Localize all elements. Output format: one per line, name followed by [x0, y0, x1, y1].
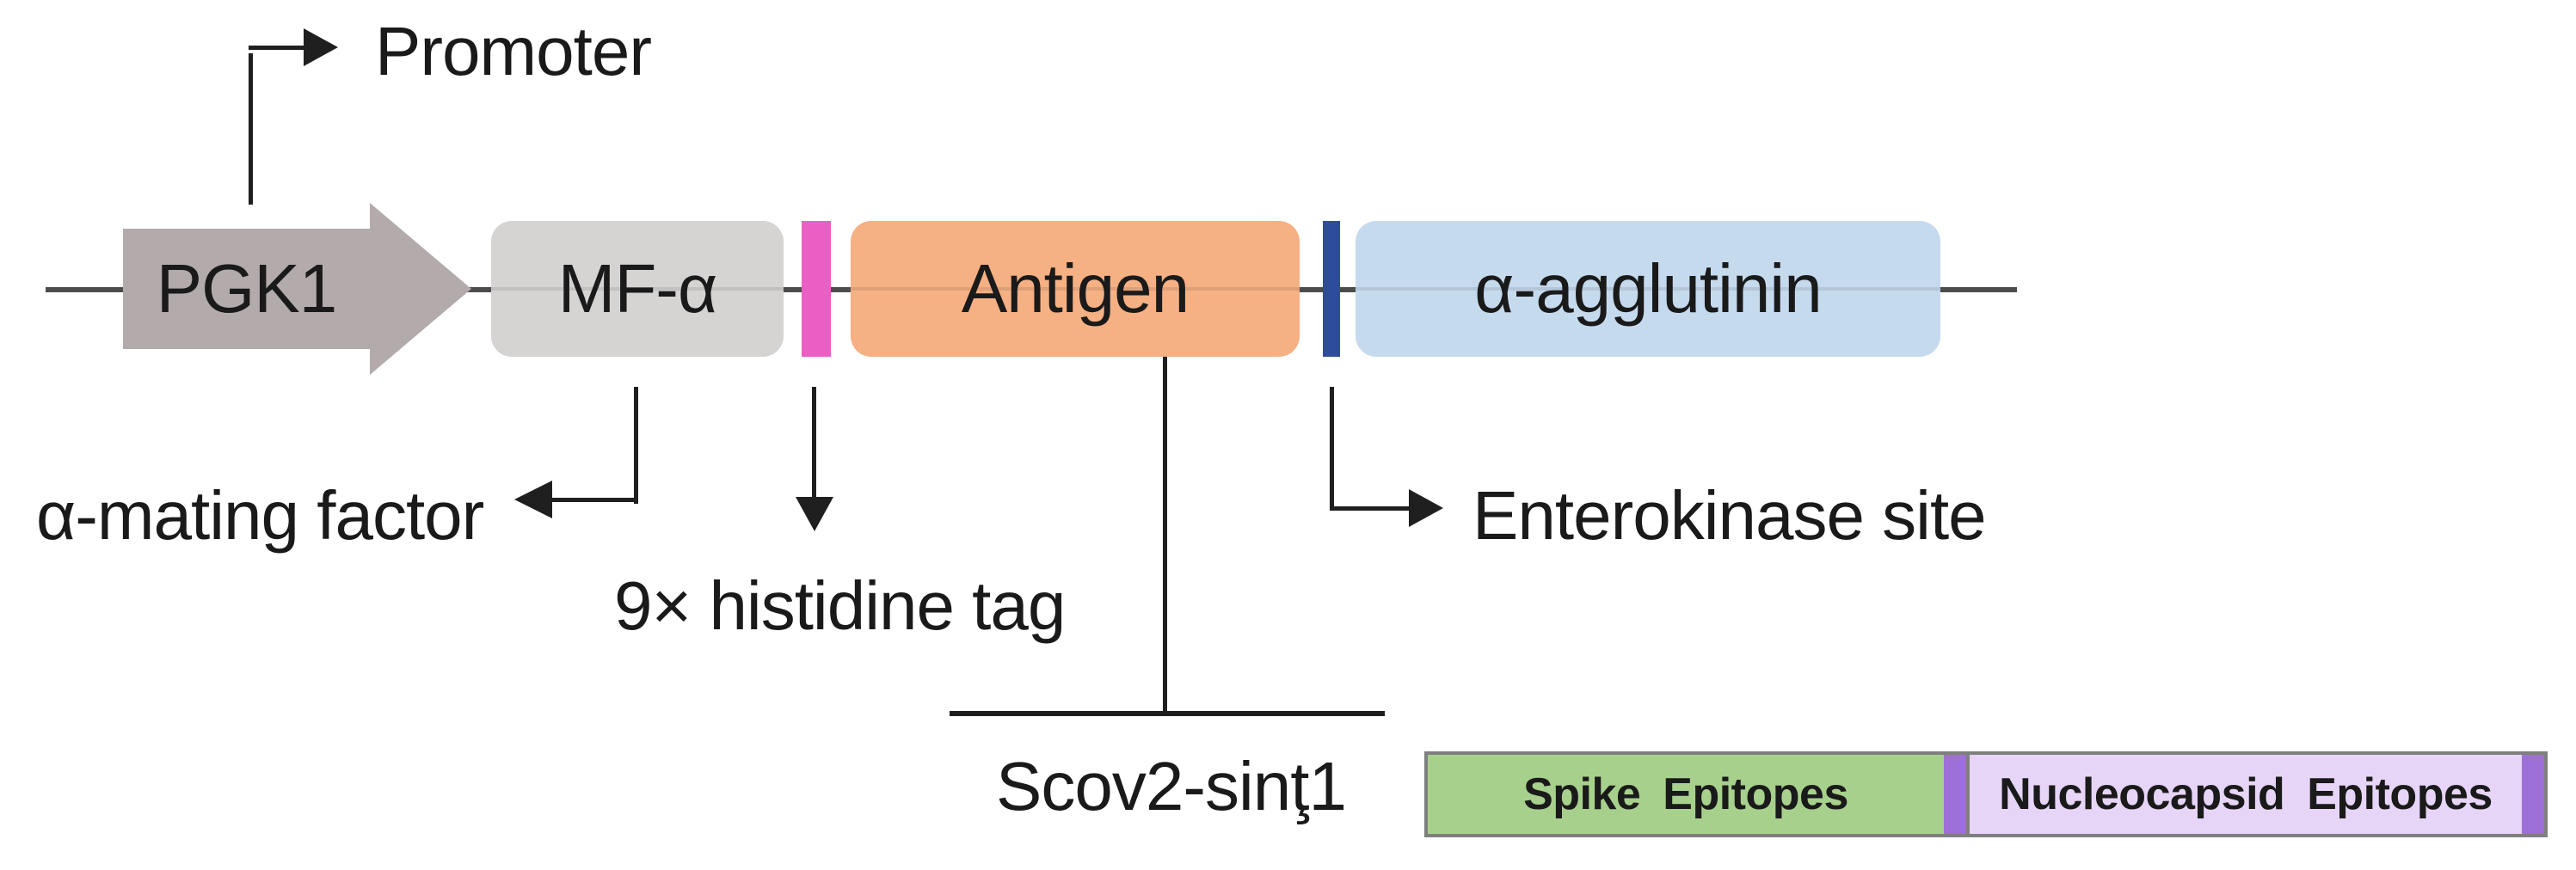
alpha-agglutinin-box: α-agglutinin: [1356, 221, 1940, 357]
histidine-arrow-shaft: [812, 387, 816, 497]
mf-alpha-box: MF-α: [491, 221, 784, 357]
promoter-arrow-vertical-line: [249, 53, 253, 205]
enterokinase-site-bar: [1323, 221, 1340, 357]
promoter-label: Promoter: [375, 13, 652, 89]
histidine-tag-bar: [802, 221, 831, 357]
pgk1-label: PGK1: [156, 250, 337, 327]
spike-epitopes-label: Spike Epitopes: [1523, 769, 1848, 819]
pgk1-promoter-arrow-head: [370, 203, 471, 375]
antigen-box: Antigen: [851, 221, 1300, 357]
scov2-sint1-label: Scov2-sinţ1: [996, 748, 1347, 824]
alpha-agglutinin-midline: [1356, 287, 1940, 291]
enterokinase-site-label: Enterokinase site: [1472, 477, 1987, 554]
alpha-agglutinin-label: α-agglutinin: [1474, 250, 1822, 327]
nucleocapsid-epitopes-label: Nucleocapsid Epitopes: [1999, 769, 2493, 819]
antigen-midline: [851, 287, 1300, 291]
enterokinase-arrowhead-icon: [1409, 489, 1443, 527]
mating-factor-arrowhead-icon: [514, 481, 552, 518]
enterokinase-arrow-vertical-line: [1330, 387, 1334, 511]
mating-factor-arrow-vertical-line: [634, 387, 638, 504]
epitope-bar: Spike Epitopes Nucleocapsid Epitopes: [1424, 751, 2548, 837]
epitope-separator-bar: [1944, 755, 1966, 834]
mf-alpha-label: MF-α: [557, 250, 717, 327]
pgk1-promoter-arrow-body: PGK1: [123, 229, 370, 349]
mf-alpha-midline: [491, 287, 784, 291]
alpha-mating-factor-label: α-mating factor: [36, 477, 484, 554]
enterokinase-arrow-horizontal-line: [1330, 506, 1409, 511]
histidine-tag-label: 9× histidine tag: [614, 567, 1066, 644]
antigen-bracket-line: [950, 711, 1385, 716]
histidine-arrowhead-icon: [796, 497, 833, 531]
promoter-arrow-horizontal-line: [249, 46, 305, 50]
nucleocapsid-epitopes-segment: Nucleocapsid Epitopes: [1966, 755, 2522, 834]
epitope-end-cap-bar: [2522, 755, 2544, 834]
promoter-arrowhead-icon: [304, 28, 338, 66]
antigen-pointer-line: [1163, 357, 1167, 714]
spike-epitopes-segment: Spike Epitopes: [1428, 755, 1944, 834]
mating-factor-arrow-horizontal-line: [552, 498, 638, 502]
antigen-label: Antigen: [961, 250, 1190, 327]
